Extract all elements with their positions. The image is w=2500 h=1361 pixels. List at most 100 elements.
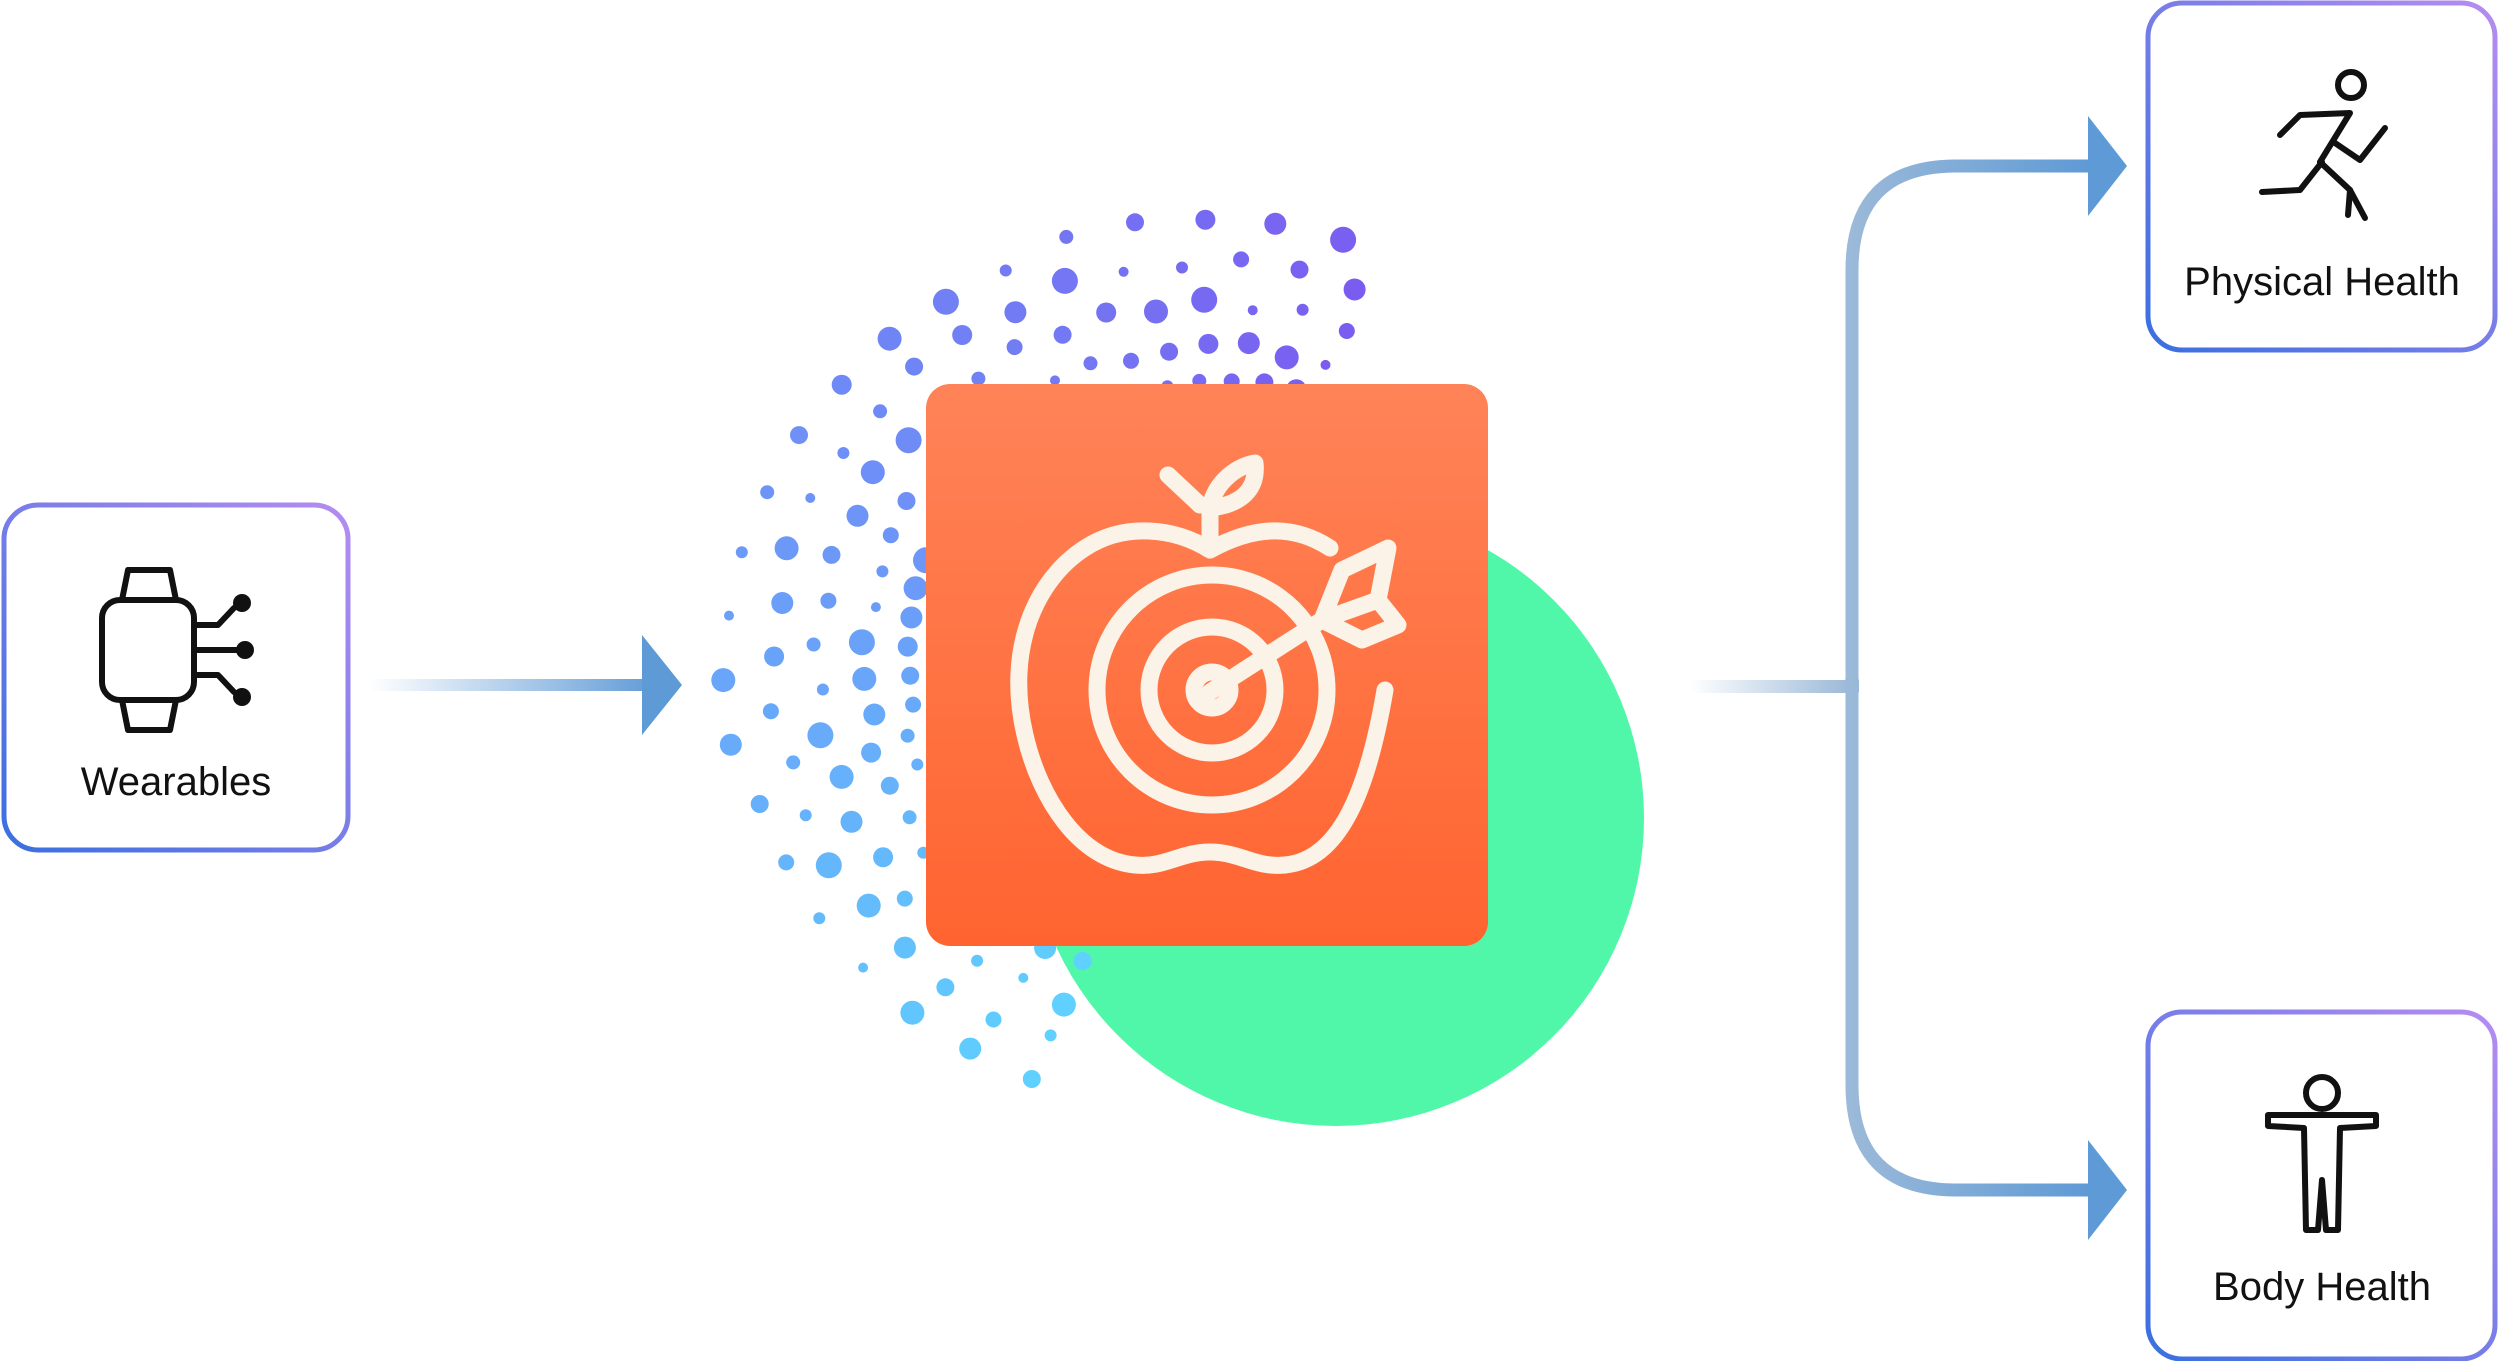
halo-dot: [831, 374, 852, 395]
smartwatch-data-dots: [233, 594, 254, 706]
halo-dot: [959, 1037, 982, 1060]
physical-health-label: Physical Health: [2184, 260, 2460, 304]
halo-dot: [863, 703, 886, 726]
halo-dot: [880, 776, 899, 795]
wearables-label: Wearables: [81, 760, 271, 804]
output-connector: [1690, 116, 2127, 1240]
input-arrow: [370, 635, 682, 735]
halo-dot: [897, 636, 918, 657]
halo-dot: [1274, 345, 1299, 370]
halo-dot: [778, 854, 795, 871]
halo-dot: [985, 1011, 1002, 1028]
halo-dot: [1233, 251, 1250, 268]
halo-dot: [860, 460, 885, 485]
halo-dot: [971, 954, 984, 967]
halo-dot: [799, 809, 812, 822]
halo-dot: [896, 890, 913, 907]
halo-dot: [1096, 302, 1117, 323]
halo-dot: [822, 545, 841, 564]
halo-dot: [1083, 356, 1098, 371]
halo-dot: [762, 703, 779, 720]
body-health-label: Body Health: [2213, 1265, 2431, 1309]
halo-dot: [790, 426, 808, 445]
halo-dot: [813, 912, 826, 925]
halo-dot: [1059, 229, 1074, 244]
halo-dot: [870, 602, 881, 613]
halo-dot: [806, 637, 821, 652]
halo-dot: [1050, 375, 1060, 386]
physical-health-card[interactable]: Physical Health: [2145, 0, 2498, 353]
app-tile[interactable]: [926, 384, 1488, 946]
apple-target-icon: [1010, 454, 1407, 874]
halo-dot: [1338, 323, 1355, 339]
halo-dot: [952, 325, 973, 345]
halo-dot: [882, 527, 899, 544]
halo-dot: [1343, 278, 1366, 301]
halo-dot: [971, 371, 986, 386]
halo-dot: [735, 546, 748, 559]
halo-dot: [902, 810, 917, 825]
halo-dot: [1264, 212, 1287, 235]
halo-dot: [1320, 359, 1331, 370]
halo-dot: [895, 427, 922, 454]
halo-dot: [815, 852, 842, 879]
halo-dot: [900, 1000, 925, 1025]
halo-dot: [807, 722, 834, 749]
halo-dot: [786, 755, 801, 770]
halo-dot: [1160, 342, 1179, 361]
halo-dot: [1006, 339, 1023, 356]
halo-dot: [1296, 303, 1309, 316]
halo-dot: [1126, 213, 1144, 232]
halo-dot: [900, 728, 915, 743]
smartwatch-data-icon: [99, 567, 241, 733]
halo-dot: [1073, 952, 1092, 970]
halo-dot: [1191, 286, 1218, 313]
arrowhead-bottom: [2088, 1140, 2127, 1240]
halo-dot: [1051, 267, 1078, 294]
standing-person-icon: [2265, 1074, 2379, 1233]
halo-dot: [1176, 261, 1188, 274]
halo-dot: [1004, 301, 1027, 324]
halo-dot: [848, 629, 875, 656]
halo-dot: [1144, 299, 1168, 324]
halo-dot: [1330, 226, 1357, 253]
halo-dot: [900, 606, 923, 629]
halo-dot: [805, 493, 816, 503]
halo-dot: [858, 962, 869, 973]
halo-dot: [873, 847, 894, 868]
halo-dot: [724, 610, 734, 621]
halo-dot: [764, 646, 785, 667]
halo-dot: [873, 404, 888, 419]
body-health-card[interactable]: Body Health: [2145, 1009, 2498, 1361]
halo-dot: [719, 733, 742, 756]
halo-dot: [1051, 992, 1076, 1017]
halo-dot: [837, 447, 850, 459]
halo-dot: [840, 810, 863, 833]
halo-dot: [877, 326, 902, 351]
halo-dot: [1053, 325, 1072, 344]
halo-dot: [1044, 1029, 1057, 1042]
halo-dot: [852, 666, 877, 691]
halo-dot: [861, 742, 882, 763]
halo-dot: [905, 357, 924, 376]
halo-dot: [893, 936, 916, 959]
halo-dot: [932, 288, 959, 315]
halo-dot: [1195, 209, 1216, 230]
wearables-card[interactable]: Wearables: [1, 502, 351, 853]
halo-dot: [1290, 260, 1309, 279]
halo-dot: [1118, 266, 1129, 277]
arrowhead-top: [2088, 116, 2127, 216]
halo-dot: [820, 592, 837, 609]
halo-dot: [901, 666, 920, 685]
halo-dot: [816, 683, 829, 696]
halo-dot: [1123, 352, 1139, 369]
halo-dot: [905, 696, 922, 713]
halo-dot: [774, 536, 799, 561]
running-person-icon: [2259, 69, 2388, 221]
halo-dot: [760, 485, 775, 500]
halo-dot: [711, 668, 736, 693]
halo-dot: [936, 978, 955, 997]
halo-dot: [771, 592, 794, 614]
halo-dot: [1018, 972, 1029, 983]
